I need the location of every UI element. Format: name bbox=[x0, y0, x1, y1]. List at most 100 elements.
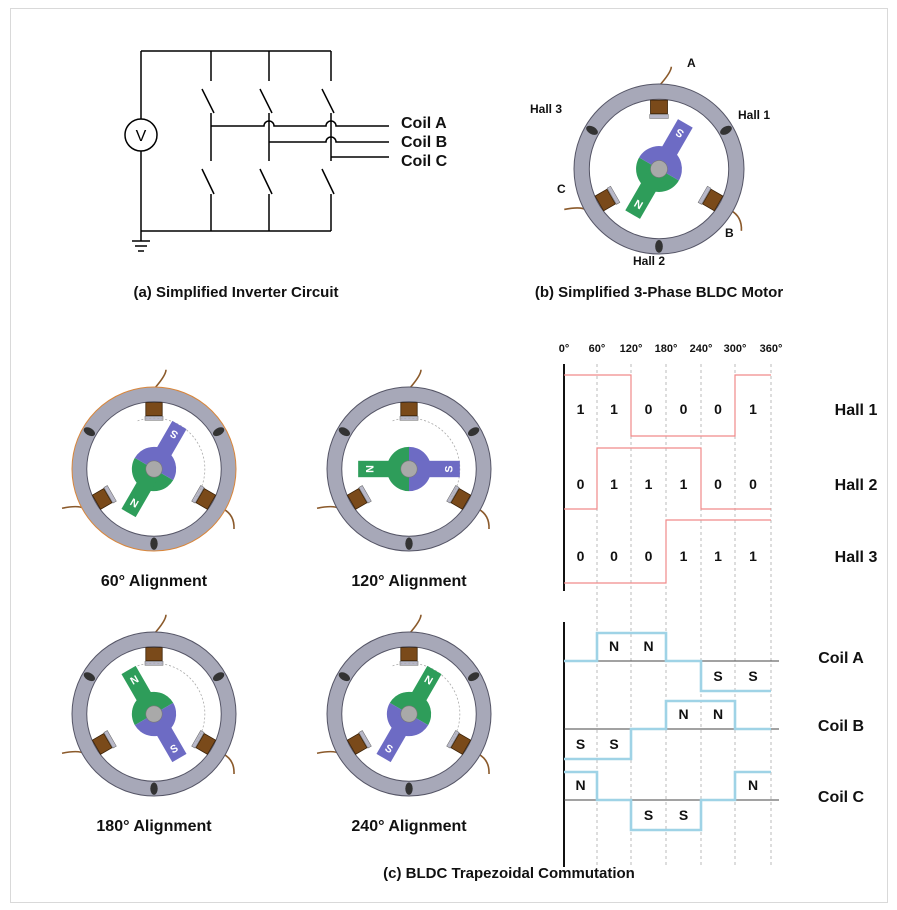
hall-bit: 1 bbox=[749, 401, 757, 417]
hall-sensor bbox=[338, 672, 351, 682]
phase-wire bbox=[408, 614, 422, 635]
stator-coil bbox=[702, 188, 724, 212]
coil-row-label: Coil C bbox=[818, 789, 865, 806]
stator-outer-edge bbox=[71, 386, 237, 552]
hall-bit: 1 bbox=[749, 548, 757, 564]
angle-arc bbox=[137, 417, 206, 498]
main-motor: NS bbox=[564, 66, 745, 255]
phase-wire bbox=[477, 508, 490, 530]
hall-bit: 1 bbox=[680, 548, 688, 564]
alignment-motor-180: NS bbox=[61, 614, 237, 797]
hall-sensor bbox=[150, 537, 158, 550]
caption-c: (c) BLDC Trapezoidal Commutation bbox=[383, 865, 635, 882]
phase-wire bbox=[658, 66, 673, 87]
rotor: NS bbox=[625, 119, 693, 219]
coil-state: S bbox=[748, 668, 757, 684]
pole-shoe bbox=[446, 730, 460, 749]
coil-waveform bbox=[564, 631, 771, 693]
stator-coil bbox=[594, 188, 616, 212]
inverter-circuit bbox=[132, 50, 389, 252]
hall-sensor bbox=[212, 672, 225, 682]
angle-arc bbox=[137, 662, 206, 743]
stator-coil bbox=[450, 733, 472, 755]
rotor-shaft bbox=[400, 705, 418, 723]
angle-tick-label: 120° bbox=[620, 343, 643, 355]
hall-sensor bbox=[720, 125, 732, 135]
hall-waveform bbox=[564, 374, 771, 437]
rotor-north-arm bbox=[625, 164, 667, 219]
pole-shoe bbox=[103, 730, 117, 749]
stator-coil bbox=[145, 647, 163, 662]
stator-coil bbox=[91, 488, 113, 510]
hall-bit: 1 bbox=[680, 476, 688, 492]
pole-shoe bbox=[191, 485, 205, 504]
coil-c-label: Coil C bbox=[401, 153, 448, 170]
hall-sensor bbox=[467, 427, 480, 437]
caption-b: (b) Simplified 3-Phase BLDC Motor bbox=[535, 284, 784, 301]
voltage-source bbox=[124, 118, 158, 152]
rotor-north-arm bbox=[121, 665, 162, 719]
coil-state: N bbox=[678, 706, 688, 722]
rotor-s-letter: S bbox=[444, 465, 456, 472]
coil-state: S bbox=[644, 807, 653, 823]
hall-sensor bbox=[83, 427, 96, 437]
stator-coil bbox=[650, 99, 668, 115]
pole-shoe bbox=[103, 485, 117, 504]
stator-coil bbox=[400, 647, 418, 662]
coil-waveform bbox=[564, 699, 771, 761]
rotor-n-letter: N bbox=[364, 465, 376, 473]
hall-1-label: Hall 1 bbox=[738, 108, 770, 122]
phase-wire bbox=[222, 753, 235, 775]
stator-outer-edge bbox=[71, 631, 237, 797]
stator-outer-edge bbox=[573, 83, 745, 255]
stator-coil bbox=[195, 733, 217, 755]
rotor-shaft bbox=[400, 460, 418, 478]
hall-bit: 1 bbox=[610, 401, 618, 417]
hall-waveform bbox=[564, 447, 771, 510]
angle-tick-label: 300° bbox=[724, 343, 747, 355]
pole-shoe bbox=[191, 730, 205, 749]
hall-bit: 0 bbox=[645, 548, 653, 564]
hall-2-label: Hall 2 bbox=[633, 254, 665, 268]
coil-state: N bbox=[609, 638, 619, 654]
coil-row-label: Coil B bbox=[818, 718, 864, 735]
hall-sensor bbox=[338, 427, 351, 437]
alignment-label-240: 240° Alignment bbox=[351, 818, 467, 835]
stator-coil bbox=[346, 733, 368, 755]
pole-shoe bbox=[446, 485, 460, 504]
caption-a: (a) Simplified Inverter Circuit bbox=[133, 284, 338, 301]
pole-shoe bbox=[606, 185, 621, 205]
hall-bit: 0 bbox=[645, 401, 653, 417]
stator-coil bbox=[91, 733, 113, 755]
hall-bit: 0 bbox=[577, 548, 585, 564]
rotor-shaft bbox=[145, 705, 163, 723]
hall-sensor bbox=[467, 672, 480, 682]
alignment-motor-240: NS bbox=[316, 614, 492, 797]
phase-c-label: C bbox=[557, 182, 566, 196]
hall-bit: 0 bbox=[680, 401, 688, 417]
hall-bit: 0 bbox=[577, 476, 585, 492]
hall-waveform bbox=[564, 519, 771, 584]
pole-shoe bbox=[358, 485, 372, 504]
hall-bit: 1 bbox=[714, 548, 722, 564]
rotor-north-arm bbox=[401, 665, 442, 719]
coil-state: S bbox=[576, 736, 585, 752]
alignment-label-120: 120° Alignment bbox=[351, 573, 467, 590]
angle-tick-label: 180° bbox=[655, 343, 678, 355]
hall-3-label: Hall 3 bbox=[530, 102, 562, 116]
hall-sensor bbox=[83, 672, 96, 682]
coil-state: N bbox=[713, 706, 723, 722]
hall-sensor bbox=[212, 427, 225, 437]
rotor-shaft bbox=[145, 460, 163, 478]
coil-state: S bbox=[679, 807, 688, 823]
voltage-source-symbol: V bbox=[136, 128, 147, 145]
rotor-south-arm bbox=[146, 709, 187, 763]
hall-bit: 0 bbox=[714, 401, 722, 417]
phase-b-label: B bbox=[725, 226, 734, 240]
phase-wire bbox=[477, 753, 490, 775]
hall-sensor bbox=[586, 125, 598, 135]
pole-shoe bbox=[649, 114, 669, 119]
alignment-label-180: 180° Alignment bbox=[96, 818, 212, 835]
